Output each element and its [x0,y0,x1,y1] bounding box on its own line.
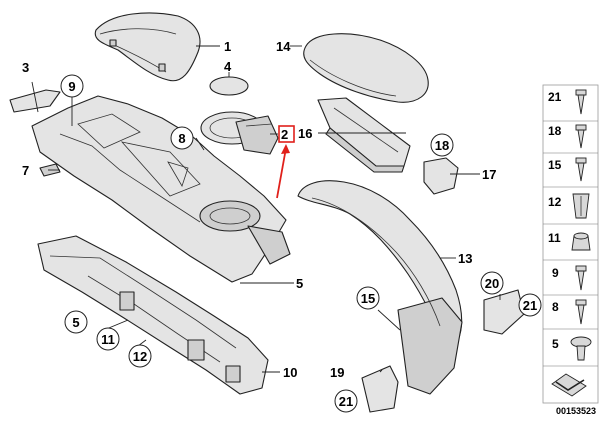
callout-21-circle-b: 21 [334,389,358,413]
panel-label-5: 11 [548,231,561,245]
svg-text:21: 21 [523,298,537,313]
panel-label-8: 5 [552,337,559,351]
callout-1: 1 [224,39,231,54]
callout-5-circle: 5 [64,310,88,334]
drawing-symbol-icon [551,373,587,397]
rivet-icon [570,336,592,361]
svg-text:15: 15 [361,291,375,306]
screw-icon [575,265,587,291]
callout-13: 13 [458,251,472,266]
callout-12-circle: 12 [128,344,152,368]
callout-14: 14 [276,39,291,54]
screw-icon [575,299,587,325]
screw-icon [575,89,587,115]
part-4-ring-cap [209,76,249,96]
callout-10: 10 [283,365,297,380]
panel-label-3: 15 [548,158,562,172]
callout-2: 2 [281,127,288,142]
part-18-bracket [423,157,459,195]
leader-lines [31,45,501,373]
svg-text:18: 18 [435,138,449,153]
part-20-latch [483,289,525,335]
callout-15-circle: 15 [356,286,380,310]
part-2-cupholder-insert [200,111,279,155]
fastener-panel: 21 18 15 12 11 9 8 5 [542,84,599,404]
callout-20-circle: 20 [480,271,504,295]
svg-text:20: 20 [485,276,499,291]
callout-3: 3 [22,60,29,75]
callout-18-circle: 18 [430,133,454,157]
svg-text:9: 9 [68,79,75,94]
part-5-console-trim [31,95,291,283]
part-16-storage-tray [317,97,411,173]
callout-16: 16 [298,126,312,141]
panel-label-4: 12 [548,195,562,209]
callout-19: 19 [330,365,344,380]
callout-7: 7 [22,163,29,178]
callout-labels: 1 14 4 2 16 17 13 5 10 3 7 19 [22,39,496,380]
callout-11-circle: 11 [96,327,120,351]
part-10-lower-frame [37,235,269,395]
panel-label-2: 18 [548,124,562,138]
part-19-end-piece [361,365,399,413]
highlight-marker [276,125,295,199]
svg-text:11: 11 [101,332,115,347]
part-3-flap [9,89,61,113]
panel-label-6: 9 [552,266,559,280]
callout-9-circle: 9 [60,74,84,98]
callout-5: 5 [296,276,303,291]
part-14-armrest-cushion [303,33,429,103]
panel-label-7: 8 [552,300,559,314]
circled-callouts: 9 8 18 15 20 21 21 5 [60,74,542,413]
screw-icon [575,124,587,149]
svg-text:5: 5 [72,315,79,330]
clip-nut-icon [572,193,590,219]
callout-17: 17 [482,167,496,182]
nut-icon [571,232,591,251]
svg-text:21: 21 [339,394,353,409]
screw-icon [575,157,587,182]
callout-4: 4 [224,59,232,74]
svg-text:12: 12 [133,349,147,364]
panel-label-1: 21 [548,90,562,104]
callout-8-circle: 8 [170,126,194,150]
svg-text:8: 8 [178,131,185,146]
diagram-id: 00153523 [556,406,596,416]
callout-21-circle-a: 21 [518,293,542,317]
part-1-cover [94,12,201,82]
part-13-support-arm [297,180,463,395]
